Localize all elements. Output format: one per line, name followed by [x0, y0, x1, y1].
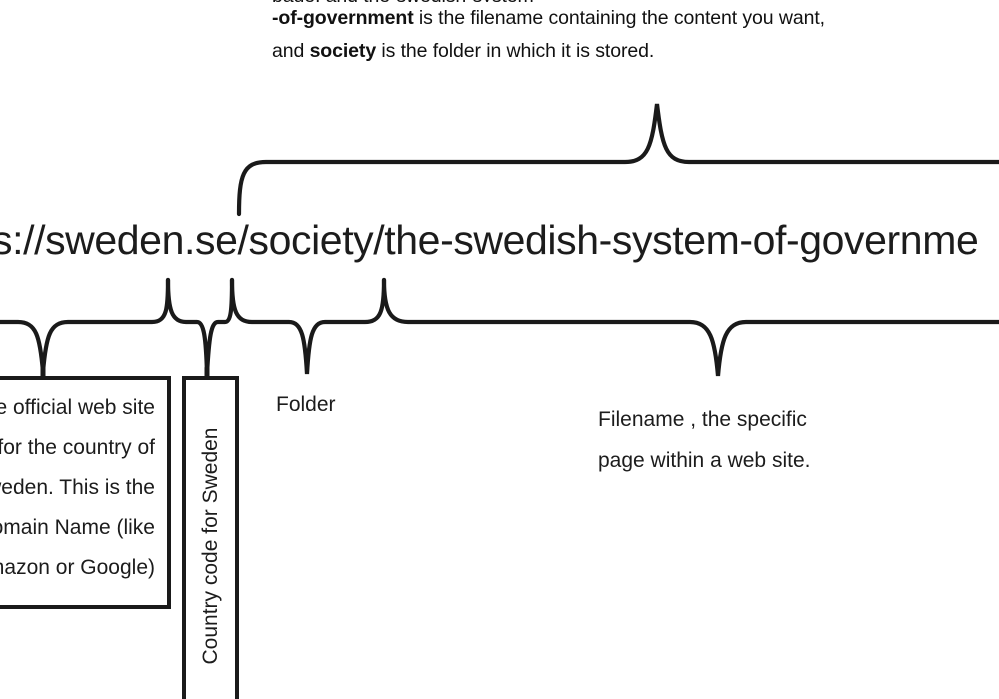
country-code-brace-icon: [165, 277, 235, 375]
filename-label: Filename , the specific page within a we…: [598, 399, 810, 481]
intro-line-clipped: page, and the-swedish-system: [272, 0, 992, 2]
filename-brace-icon: [381, 277, 999, 377]
domain-box-line-5: Amazon or Google): [0, 556, 155, 579]
intro-text-3: is the folder in which it is stored.: [376, 40, 655, 62]
folder-label: Folder: [276, 393, 336, 416]
intro-line-2: and society is the folder in which it is…: [272, 35, 992, 68]
intro-bold-folder: society: [309, 40, 377, 62]
folder-brace-icon: [229, 277, 387, 375]
filename-label-line-2: page within a web site.: [598, 449, 811, 472]
filename-label-line-1: Filename , the specific: [598, 408, 807, 431]
intro-paragraph: page, and the-swedish-system -of-governm…: [272, 0, 992, 68]
filename-full-brace-icon: [236, 103, 999, 217]
domain-name-box: The official web site for the country of…: [0, 376, 171, 609]
domain-box-line-1: The official web site: [0, 396, 155, 419]
domain-box-line-3: Sweden. This is the: [0, 476, 155, 499]
domain-box-line-2: for the country of: [0, 436, 155, 459]
intro-line-1: -of-government is the filename containin…: [272, 2, 992, 35]
url-text: s://sweden.se/society/the-swedish-system…: [0, 217, 979, 263]
intro-text-1: is the filename containing the content y…: [413, 7, 825, 29]
country-code-label: Country code for Sweden: [198, 427, 222, 665]
domain-brace-icon: [0, 277, 171, 373]
intro-bold-filename: -of-government: [272, 7, 414, 29]
country-code-box: Country code for Sweden: [182, 376, 239, 699]
intro-text-2: and: [272, 40, 310, 62]
domain-box-line-4: Domain Name (like: [0, 516, 155, 539]
